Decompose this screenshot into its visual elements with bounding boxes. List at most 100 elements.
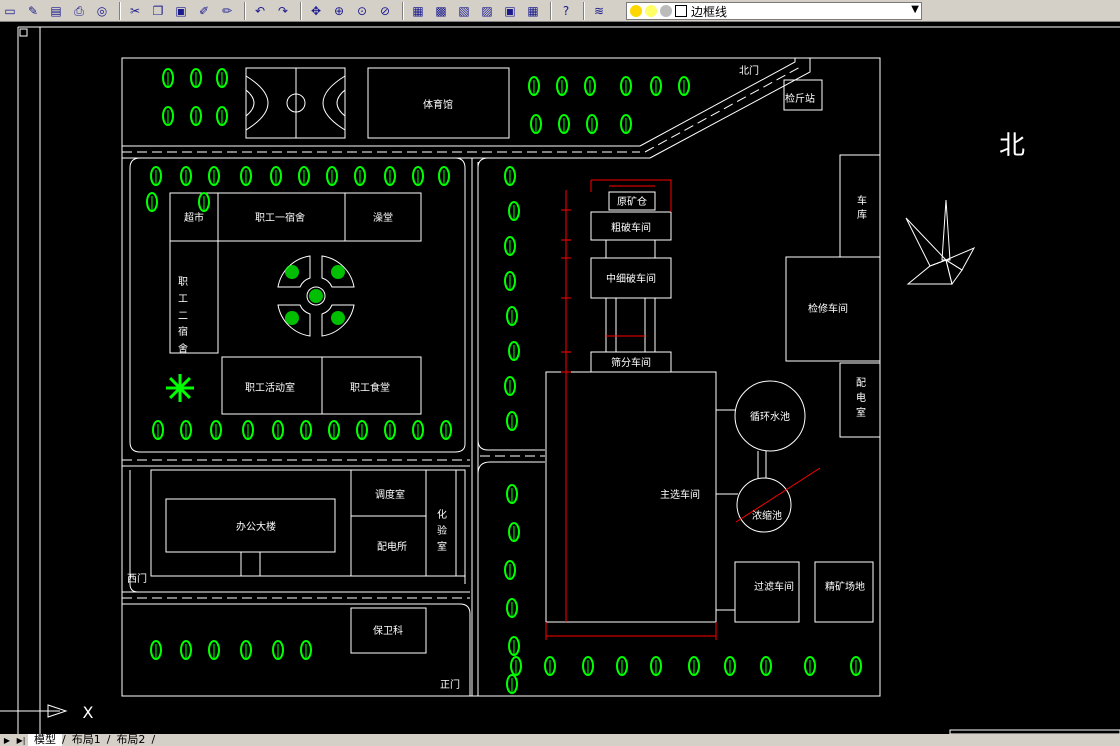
dorm2-char: 舍 bbox=[178, 342, 188, 355]
dorm2-char: 职 bbox=[178, 276, 188, 288]
activity-label: 职工活动室 bbox=[245, 381, 295, 394]
gate-north-label: 北门 bbox=[739, 64, 759, 77]
viewport-corner bbox=[949, 729, 1120, 734]
power-dist-char: 电 bbox=[856, 391, 866, 404]
save-icon[interactable]: ▤ bbox=[50, 3, 62, 18]
filter-building bbox=[734, 561, 800, 623]
road-edge bbox=[459, 603, 471, 696]
road-edge bbox=[477, 157, 640, 451]
designcenter-icon[interactable]: ▩ bbox=[435, 3, 447, 18]
coarse-crush-building bbox=[590, 211, 672, 241]
toolbar-separator bbox=[550, 1, 552, 20]
open-icon[interactable]: ✎ bbox=[27, 3, 39, 18]
zoom-previous-icon[interactable]: ⊘ bbox=[379, 3, 391, 18]
layer-manager-icon[interactable]: ≋ bbox=[593, 3, 605, 18]
office-label: 办公大楼 bbox=[236, 520, 276, 533]
redo-icon[interactable]: ↷ bbox=[277, 3, 289, 18]
paste-icon[interactable]: ▣ bbox=[175, 3, 187, 18]
tab-layout2[interactable]: 布局2 bbox=[116, 733, 146, 746]
road-edge bbox=[129, 470, 139, 593]
road-edge bbox=[477, 461, 545, 696]
tab-model[interactable]: 模型 bbox=[28, 734, 62, 746]
site-boundary bbox=[121, 57, 881, 697]
standard-toolbar: ▭ ✎ ▤ ⎙ ◎ ✂ ❐ ▣ ✐ ✏ ↶ ↷ ✥ ⊕ ⊙ ⊘ ▦ ▩ ▧ ▨ … bbox=[0, 0, 1120, 22]
main-mill-building bbox=[545, 371, 717, 623]
drawing-canvas[interactable]: 北 北门 西门 正门 体育馆 检斤站 超市 职工一宿舍 澡堂 职 工 二 宿 舍… bbox=[0, 22, 1120, 734]
sheetset-icon[interactable]: ▨ bbox=[481, 3, 493, 18]
palm-frond bbox=[169, 377, 182, 390]
screening-label: 筛分车间 bbox=[611, 356, 651, 369]
gym-label: 体育馆 bbox=[423, 98, 453, 111]
road-edge bbox=[649, 58, 811, 159]
filter-label: 过滤车间 bbox=[754, 580, 794, 593]
layer-lock-icon[interactable] bbox=[660, 5, 672, 17]
zoom-window-icon[interactable]: ⊙ bbox=[356, 3, 368, 18]
cut-icon[interactable]: ✂ bbox=[129, 3, 141, 18]
road-centerline bbox=[644, 65, 803, 153]
toolbar-separator bbox=[583, 1, 585, 20]
tab-layout1[interactable]: 布局1 bbox=[71, 733, 101, 746]
office-building bbox=[165, 498, 336, 553]
power-dist-char: 配 bbox=[856, 377, 866, 389]
tab-prev-icon[interactable]: ▶ bbox=[3, 735, 11, 745]
garage-char: 库 bbox=[857, 208, 867, 221]
ucs-arrow bbox=[47, 704, 68, 718]
canteen-label: 职工食堂 bbox=[350, 381, 390, 394]
layer-color-swatch[interactable] bbox=[675, 5, 687, 17]
garden-shrub bbox=[309, 289, 323, 303]
gate-main-label: 正门 bbox=[440, 678, 460, 691]
copy-icon[interactable]: ❐ bbox=[152, 3, 164, 18]
power-dist-char: 室 bbox=[856, 406, 866, 419]
dispatch-label: 调度室 bbox=[375, 488, 405, 501]
layer-freeze-icon[interactable] bbox=[645, 5, 657, 17]
mid-fine-crush-building bbox=[590, 257, 672, 299]
main-mill-label: 主选车间 bbox=[660, 488, 700, 501]
bath-label: 澡堂 bbox=[373, 212, 393, 224]
dorm2-char: 工 bbox=[178, 294, 188, 305]
properties-icon[interactable]: ▦ bbox=[412, 3, 424, 18]
garden-shrub bbox=[285, 311, 299, 325]
thickener-label: 浓缩池 bbox=[752, 509, 782, 522]
pan-icon[interactable]: ✥ bbox=[310, 3, 322, 18]
check-station-building bbox=[783, 79, 823, 111]
north-arrow-icon bbox=[905, 199, 976, 286]
calculator-icon[interactable]: ▦ bbox=[527, 3, 539, 18]
palm-frond bbox=[178, 377, 191, 390]
viewport-corner bbox=[19, 28, 28, 37]
layout-tab-bar: ▶ ▶| 模型 / 布局1 / 布局2 / bbox=[0, 733, 1120, 746]
brush-icon[interactable]: ✏ bbox=[221, 3, 233, 18]
repair-label: 检修车间 bbox=[808, 302, 848, 315]
toolpalette-icon[interactable]: ▧ bbox=[458, 3, 470, 18]
tab-divider: / bbox=[106, 733, 111, 746]
raw-ore-bin bbox=[608, 191, 656, 211]
undo-icon[interactable]: ↶ bbox=[254, 3, 266, 18]
matchprop-icon[interactable]: ✐ bbox=[198, 3, 210, 18]
court-circle bbox=[286, 93, 306, 113]
preview-icon[interactable]: ◎ bbox=[96, 3, 108, 18]
security-label: 保卫科 bbox=[373, 624, 403, 637]
tab-divider: / bbox=[62, 733, 66, 746]
layer-on-icon[interactable] bbox=[630, 5, 642, 17]
garden-shrub bbox=[331, 265, 345, 279]
road-loop bbox=[129, 157, 466, 453]
toolbar-separator bbox=[119, 1, 121, 20]
toolbar-separator bbox=[300, 1, 302, 20]
power-distribution-room bbox=[839, 362, 881, 438]
court-arc bbox=[322, 75, 346, 131]
garage-char: 车 bbox=[857, 194, 867, 207]
layer-dropdown[interactable]: 边框线 ▼ bbox=[626, 2, 922, 20]
dorm1-building bbox=[169, 192, 422, 242]
print-icon[interactable]: ⎙ bbox=[74, 3, 84, 18]
tab-last-icon[interactable]: ▶| bbox=[16, 735, 26, 745]
help-icon[interactable]: ? bbox=[562, 3, 570, 18]
layer-name: 边框线 bbox=[691, 4, 728, 19]
dimension-lines bbox=[545, 179, 821, 640]
zoom-realtime-icon[interactable]: ⊕ bbox=[333, 3, 345, 18]
dorm1-label: 职工一宿舍 bbox=[255, 211, 305, 224]
chevron-down-icon[interactable]: ▼ bbox=[911, 4, 919, 15]
new-icon[interactable]: ▭ bbox=[4, 3, 16, 18]
lab-room bbox=[425, 469, 457, 577]
markup-icon[interactable]: ▣ bbox=[504, 3, 516, 18]
road-edge bbox=[639, 58, 796, 147]
lab-char: 室 bbox=[437, 540, 447, 553]
